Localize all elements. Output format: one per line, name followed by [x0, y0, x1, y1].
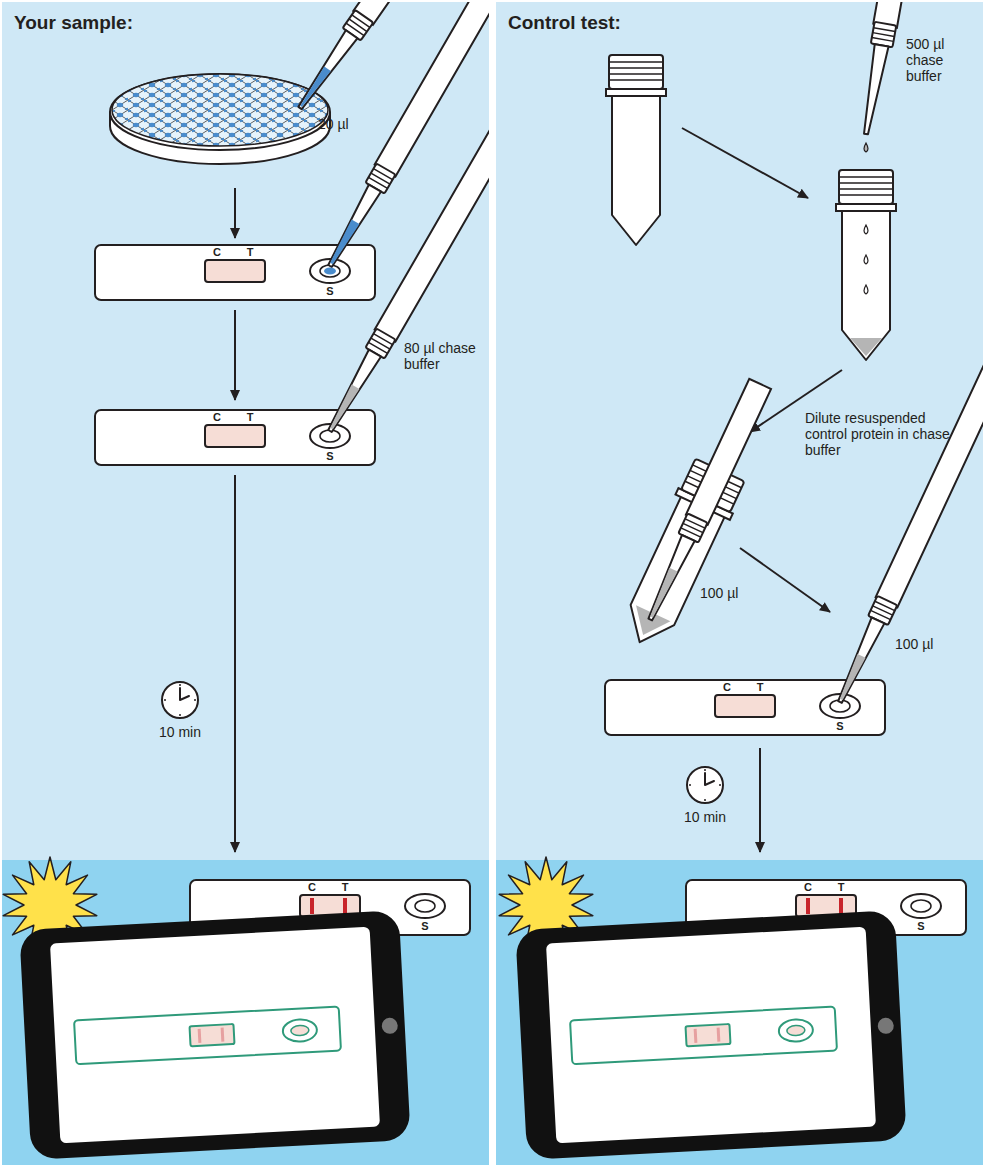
control-panel-art [837, 654, 865, 701]
control-panel-art [829, 316, 983, 707]
volume-label: 500 µl chase buffer [906, 36, 978, 84]
volume-label: 20 µl [318, 116, 349, 132]
time-label: 10 min [684, 809, 726, 825]
control-panel-art [864, 225, 868, 294]
control-panel-art [864, 143, 868, 152]
sample-panel-art [95, 410, 375, 465]
time-label: 10 min [159, 724, 201, 740]
control-panel-art [740, 548, 830, 612]
line-letter: C [213, 412, 221, 423]
sample-panel-art [328, 220, 360, 266]
sample-panel-art [328, 385, 360, 431]
tube-with-pipette [639, 379, 771, 625]
sample-panel-art [19, 910, 411, 1160]
control-panel-art [682, 128, 808, 198]
line-letter: T [838, 882, 845, 893]
sample-panel-art [95, 245, 375, 300]
control-panel-art [850, 338, 882, 356]
sample-panel-art [234, 310, 236, 400]
control-panel-art [606, 55, 666, 245]
sample-panel-art [162, 682, 198, 718]
volume-label: 100 µl [700, 585, 738, 601]
control-panel-art [496, 2, 983, 1165]
control-panel-art [759, 748, 761, 852]
sample-panel-art [112, 74, 328, 146]
tube-with-pipette [613, 371, 788, 655]
sample-panel-art [112, 74, 328, 146]
line-letter: T [757, 682, 764, 693]
port-letter: S [326, 451, 333, 462]
line-letter: T [342, 882, 349, 893]
sample-panel-art [324, 268, 336, 275]
control-panel-art [687, 767, 723, 803]
sample-panel-art [234, 475, 236, 852]
panel-heading: Your sample: [14, 12, 133, 34]
sample-panel-art [110, 74, 330, 150]
panel-heading: Control test: [508, 12, 621, 34]
line-letter: C [213, 247, 221, 258]
line-letter: T [247, 247, 254, 258]
port-letter: S [326, 286, 333, 297]
panel: Your sample: [2, 2, 489, 1165]
port-letter: S [836, 721, 843, 732]
volume-label: 100 µl [895, 636, 933, 652]
panel: Control test: [496, 2, 983, 1165]
port-letter: S [917, 921, 924, 932]
control-panel-art [515, 910, 907, 1160]
instruction-note: Dilute resuspended control protein in ch… [805, 410, 970, 458]
tube-with-pipette [626, 605, 671, 643]
sample-panel-art [234, 188, 236, 238]
port-letter: S [421, 921, 428, 932]
volume-label: 80 µl chase buffer [404, 340, 482, 372]
sample-panel-art [2, 2, 489, 1165]
sample-panel-art [298, 66, 331, 108]
line-letter: T [247, 412, 254, 423]
line-letter: C [308, 882, 316, 893]
control-panel-art [836, 170, 896, 360]
line-letter: C [723, 682, 731, 693]
line-letter: C [804, 882, 812, 893]
sample-panel-art [320, 2, 489, 272]
